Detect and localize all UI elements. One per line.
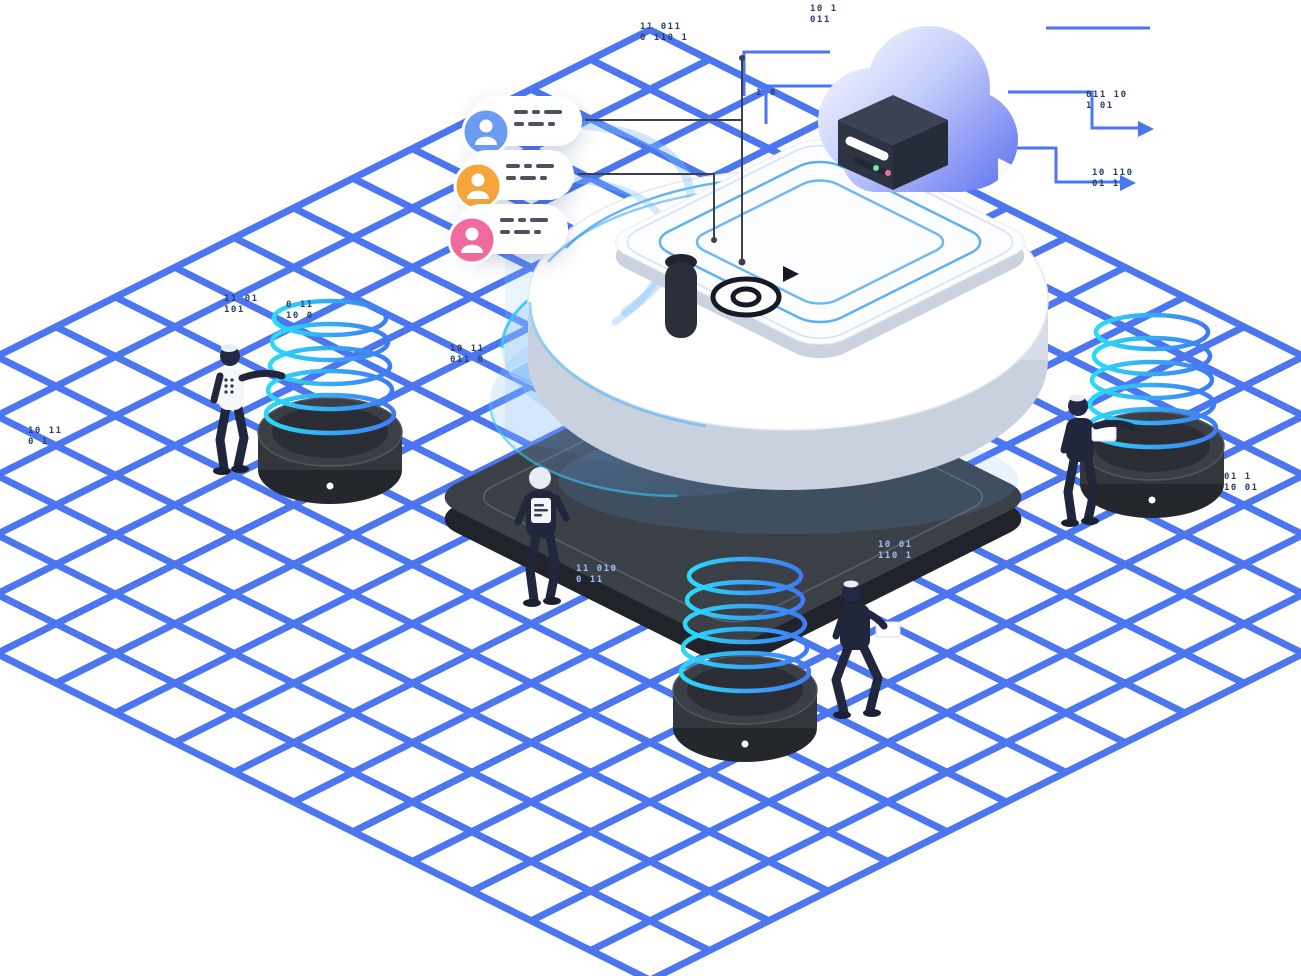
user-avatar-icon <box>447 215 497 265</box>
binary-code-chip: 11 01 101 <box>224 294 259 315</box>
binary-code-chip: 0 11 10 0 <box>286 300 314 321</box>
status-dot-green <box>873 165 879 171</box>
data-pod-bottom <box>672 655 818 762</box>
person-bottom <box>831 580 901 719</box>
arrow-right-icon <box>1138 121 1154 137</box>
binary-code-chip: 11 010 0 11 <box>576 564 618 585</box>
user-avatar-icon <box>461 107 511 157</box>
binary-code-chip: 10 1 011 <box>810 4 838 25</box>
person-right <box>1060 394 1138 527</box>
user-avatar-icon <box>453 161 503 211</box>
slot-notch <box>665 254 697 338</box>
binary-code-chip: 10 110 01 1 <box>1092 168 1134 189</box>
data-pod-left <box>257 397 403 504</box>
chat-bubbles <box>447 96 582 265</box>
cloud-arrow-icon <box>998 158 1020 180</box>
target-icon <box>710 266 799 318</box>
person-left <box>210 344 286 475</box>
cloud-server <box>818 26 1020 192</box>
status-dot-pink <box>885 170 891 176</box>
connector-wires <box>578 55 746 266</box>
circuit-lines-right <box>1005 26 1154 191</box>
binary-code-chip: 10 11 011 0 <box>450 344 485 365</box>
circuit-lines-left <box>742 50 838 124</box>
binary-code-chip: 10 11 0 1 <box>28 426 63 447</box>
binary-code-chip: 11 011 0 110 1 <box>640 22 689 43</box>
chat-bubble-pink <box>447 204 568 265</box>
arrow-right-icon <box>1120 175 1136 191</box>
server-icon <box>838 95 948 190</box>
energy-coil-bottom <box>678 556 812 694</box>
person-center <box>514 467 570 607</box>
binary-code-chip: 01 1 10 01 <box>1224 472 1259 493</box>
binary-code-chip: 10 01 110 1 <box>878 540 913 561</box>
chat-bubble-orange <box>453 150 574 211</box>
binary-code-chip: 011 10 1 01 <box>1086 90 1128 111</box>
play-triangle-icon <box>783 266 799 282</box>
energy-coil-left <box>263 298 397 436</box>
binary-code-chip: 1 0 <box>756 88 777 98</box>
